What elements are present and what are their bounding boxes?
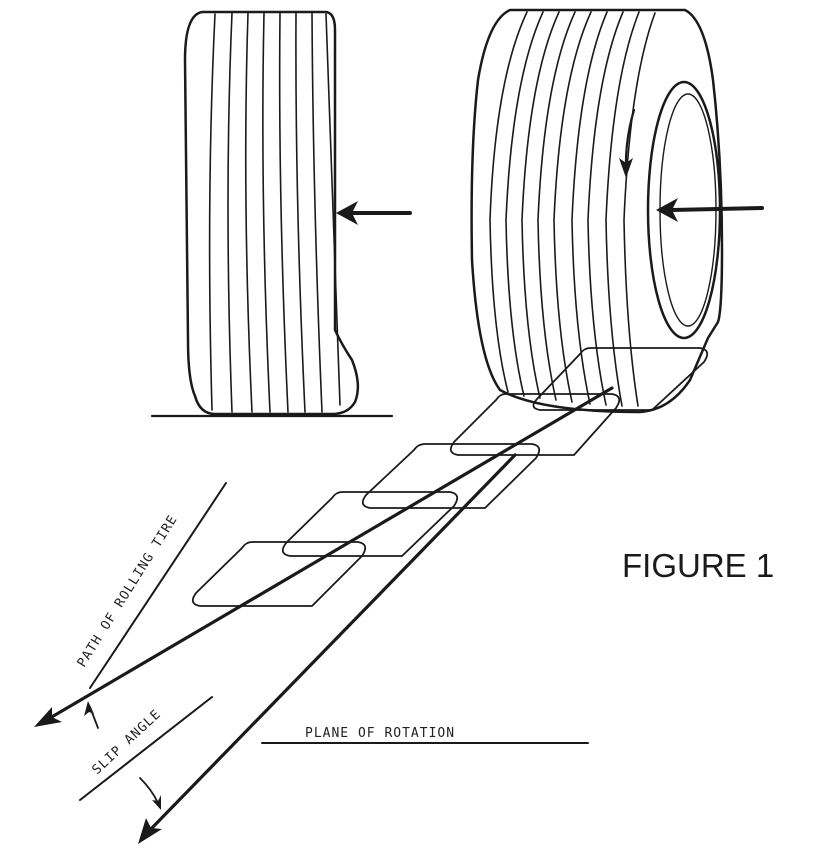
front-view-tire: [150, 10, 412, 418]
footprint-1: [532, 347, 709, 411]
rolling-tire: [470, 8, 764, 414]
path-extension-line: [89, 482, 227, 689]
lateral-force-arrow-right: [656, 198, 764, 222]
path-of-rolling-tire-label: PATH OF ROLLING TIRE: [75, 512, 181, 670]
footprint-3: [361, 443, 541, 509]
sidewall-lines: [489, 11, 656, 407]
footprint-5: [191, 541, 367, 607]
slip-angle-arcs: [84, 701, 161, 810]
footprint-2: [449, 393, 621, 456]
plane-of-rotation-label: PLANE OF ROTATION: [305, 726, 455, 741]
rotation-arrow: [619, 108, 636, 178]
path-of-rolling-tire-line: [34, 386, 614, 727]
tread-grooves: [208, 12, 341, 413]
footprint-4: [281, 491, 459, 557]
plane-of-rotation-line: [138, 453, 517, 844]
slip-angle-extension-line: [79, 696, 213, 801]
contact-patch-footprints: [191, 347, 709, 607]
lateral-force-arrow-left: [336, 201, 412, 225]
figure-title: FIGURE 1: [622, 547, 774, 584]
